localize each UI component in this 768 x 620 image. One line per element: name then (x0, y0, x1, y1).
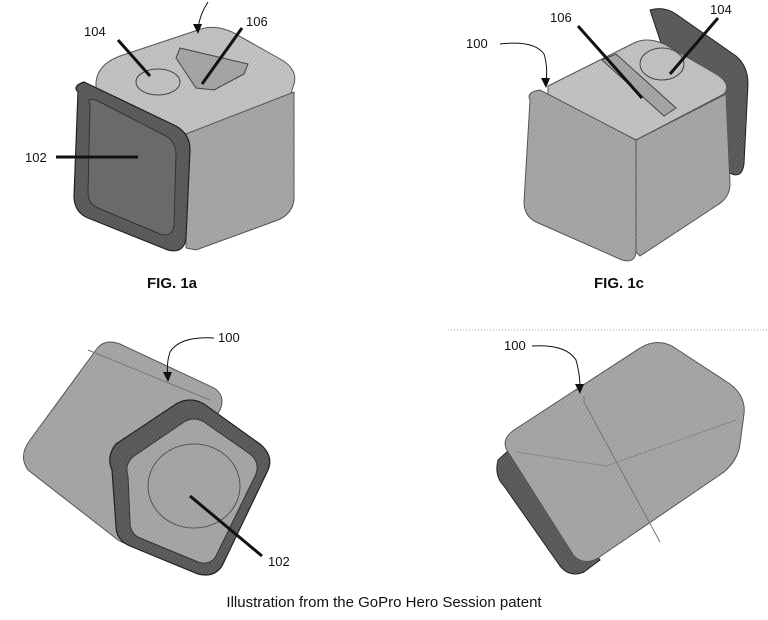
ref-106: 106 (246, 14, 268, 29)
ref-104: 104 (710, 2, 732, 17)
leader-106 (200, 27, 244, 85)
arrow-100 (575, 384, 584, 394)
lens-window (87, 99, 177, 236)
fig-label-1a: FIG. 1a (147, 275, 198, 292)
arrow-100 (163, 372, 172, 382)
ref-100: 100 (466, 36, 488, 51)
indicator-strip (601, 53, 677, 117)
ref-104: 104 (84, 24, 106, 39)
leader-104 (668, 17, 720, 75)
camera-body (504, 342, 745, 562)
ref-100: 100 (218, 330, 240, 345)
ref-100: 100 (504, 338, 526, 353)
leader-100 (531, 345, 581, 389)
leader-100 (166, 337, 215, 377)
arrow-top (193, 24, 202, 34)
body-seam (515, 419, 737, 467)
fig-bottom-right: 100 (496, 338, 745, 575)
figure-caption: Illustration from the GoPro Hero Session… (226, 594, 542, 611)
camera-side-face (185, 91, 295, 251)
lens-ring (147, 443, 241, 529)
camera-front-face (523, 89, 637, 262)
fig-1a: 104 106 102 FIG. 1a (25, 1, 296, 292)
camera-side-face (635, 93, 731, 257)
ref-102: 102 (268, 554, 290, 569)
ref-102: 102 (25, 150, 47, 165)
body-seam (583, 396, 661, 543)
body-edge-line (87, 349, 211, 401)
leader-100 (499, 42, 548, 83)
leader-104 (116, 39, 152, 77)
shutter-button (135, 68, 181, 96)
fig-bottom-left: 100 102 (23, 330, 290, 576)
arrow-100 (541, 78, 550, 88)
leader-102 (189, 494, 263, 558)
ref-106: 106 (550, 10, 572, 25)
fig-label-1c: FIG. 1c (594, 275, 644, 292)
leader-106 (576, 25, 644, 99)
fig-1c: 100 106 104 FIG. 1c (466, 2, 749, 292)
